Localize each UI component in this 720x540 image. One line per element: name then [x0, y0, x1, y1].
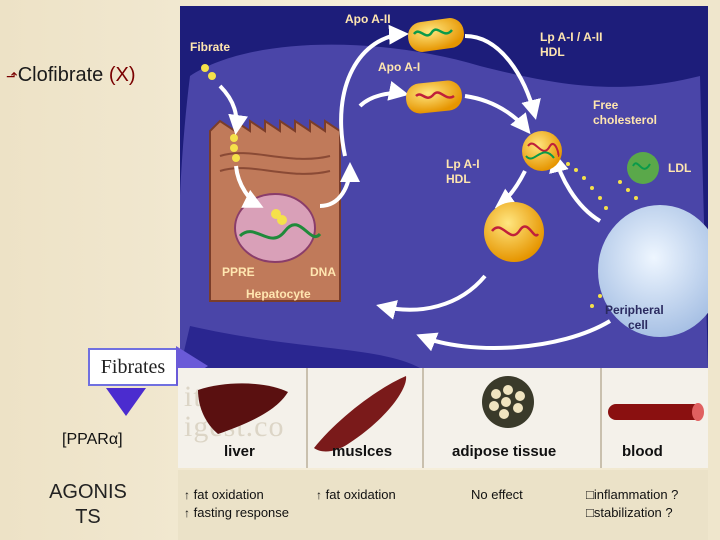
tissue-panel-muscles: muslces	[308, 368, 424, 468]
label-dna: DNA	[310, 265, 336, 279]
label-fibrate: Fibrate	[190, 40, 230, 54]
ldl-particle	[627, 152, 659, 184]
effect-liver-1: fat oxidation	[193, 487, 264, 502]
fibrates-label: Fibrates	[100, 355, 166, 378]
label-peripheral: Peripheral	[605, 303, 664, 317]
liver-icon	[198, 383, 288, 434]
receptor-label: [PPARα]	[62, 431, 123, 448]
label-lp-a1: Lp A-I	[446, 157, 480, 171]
bullet-arrow-icon: ⬏	[6, 68, 18, 84]
up-arrow-icon: ↑	[316, 488, 322, 502]
nucleus	[234, 193, 316, 263]
up-arrow-icon: ↑	[184, 505, 190, 520]
agonists-label: AGONIS TS	[42, 480, 134, 530]
apo-a1-particle	[405, 80, 463, 114]
up-arrow-icon: ↑	[184, 488, 190, 502]
tissue-label-adipose: adipose tissue	[452, 443, 557, 460]
effect-blood-2: stabilization ?	[593, 504, 673, 520]
effect-blood: □inflammation ? □stabilization ?	[586, 486, 678, 521]
lp-a1-hdl-particle	[484, 202, 544, 262]
effect-adipose: No effect	[471, 487, 523, 502]
cholesterol-dots	[566, 162, 638, 308]
tissue-strip: ity igest.co liver muslces adipose tissu…	[178, 368, 708, 468]
peripheral-cell	[598, 205, 708, 337]
effect-liver: ↑ fat oxidation ↑ fasting response	[184, 486, 289, 521]
label-apo-a1: Apo A-I	[378, 60, 420, 74]
label-hdl-2: HDL	[446, 172, 471, 186]
label-ppre: PPRE	[222, 265, 255, 279]
label-hdl-1: HDL	[540, 45, 565, 59]
apo-a2-particle	[407, 18, 465, 52]
label-ldl: LDL	[668, 161, 691, 175]
tissue-panel-blood: blood	[602, 368, 708, 468]
box-icon: □	[586, 487, 594, 502]
effect-blood-1: inflammation ?	[593, 487, 679, 502]
muscle-icon	[314, 376, 407, 452]
agonists-line-1: AGONIS	[49, 481, 127, 503]
blood-vessel-icon	[608, 404, 702, 420]
tissue-label-liver: liver	[224, 443, 255, 460]
box-icon: □	[586, 504, 594, 520]
fibrates-box: Fibrates	[88, 348, 178, 386]
effect-liver-2: fasting response	[193, 504, 290, 520]
slide-title: ⬏Clofibrate (X)	[6, 64, 136, 87]
fibrate-molecules	[201, 64, 240, 162]
lp-a1-a2-hdl-particle	[522, 131, 562, 171]
hepatocyte-cell	[209, 119, 341, 302]
label-apo-a2: Apo A-II	[345, 12, 391, 26]
title-marker: (X)	[108, 64, 136, 86]
label-lp-a1-a2: Lp A-I / A-II	[540, 30, 602, 44]
arrow-down-icon	[106, 388, 146, 416]
title-prefix: Clofibrate	[17, 64, 104, 86]
agonists-line-2: TS	[75, 506, 101, 528]
label-hepatocyte: Hepatocyte	[246, 287, 311, 301]
tissue-panel-adipose: adipose tissue	[424, 368, 602, 468]
effects-row: ↑ fat oxidation ↑ fasting response ↑ fat…	[178, 470, 708, 540]
effect-muscles: ↑ fat oxidation	[316, 486, 396, 504]
label-cholesterol: cholesterol	[593, 113, 657, 127]
label-cell: cell	[628, 318, 648, 332]
tissue-label-muscles: muslces	[332, 443, 393, 460]
flow-arrows	[218, 24, 612, 352]
label-free: Free	[593, 98, 619, 112]
tissue-label-blood: blood	[622, 443, 663, 460]
effect-muscles-1: fat oxidation	[325, 487, 396, 502]
mechanism-diagram: Fibrate Apo A-II Apo A-I Lp A-I / A-II H…	[180, 6, 708, 368]
dna-strand	[238, 223, 322, 240]
tissue-panel-liver: ity igest.co liver	[178, 368, 308, 468]
